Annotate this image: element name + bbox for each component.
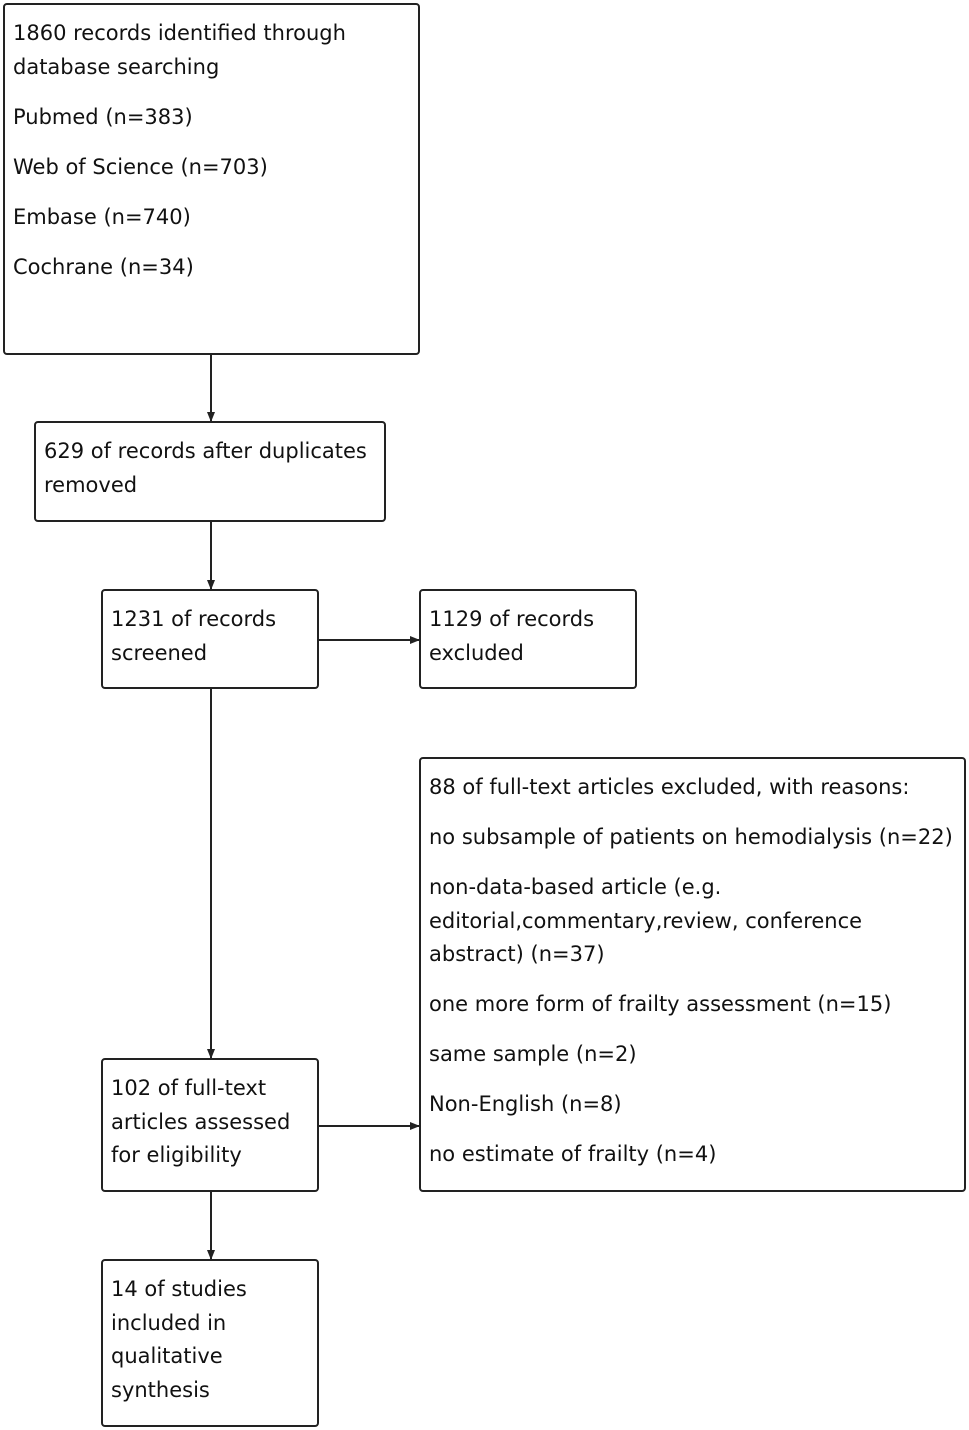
excluded-line-2: excluded bbox=[429, 640, 524, 665]
eligibility-line-1: 102 of full-text bbox=[111, 1076, 267, 1100]
duplicates-removed-line-1: 629 of records after duplicates bbox=[44, 439, 367, 463]
reason-more-frailty-forms: one more form of frailty assessment (n=1… bbox=[429, 992, 892, 1016]
screened-box: 1231 of records screened bbox=[101, 589, 319, 689]
source-cochrane: Cochrane (n=34) bbox=[13, 254, 194, 279]
identification-title-line-2: database searching bbox=[13, 54, 220, 79]
excluded-box: 1129 of records excluded bbox=[419, 589, 637, 689]
source-pubmed: Pubmed (n=383) bbox=[13, 104, 193, 129]
included-box: 14 of studies included in qualitative sy… bbox=[101, 1259, 319, 1427]
screened-line-1: 1231 of records bbox=[111, 607, 277, 631]
included-line-1: 14 of studies bbox=[111, 1277, 247, 1301]
duplicates-removed-box: 629 of records after duplicates removed bbox=[34, 421, 386, 522]
eligibility-line-3: for eligibility bbox=[111, 1143, 242, 1167]
reason-non-data-based-line-3: abstract) (n=37) bbox=[429, 942, 605, 966]
source-web-of-science: Web of Science (n=703) bbox=[13, 154, 268, 179]
identification-title-line-1: 1860 records identified through bbox=[13, 21, 346, 45]
reason-non-data-based-line-2: editorial,commentary,review, conference bbox=[429, 908, 863, 933]
fulltext-excluded-title: 88 of full-text articles excluded, with … bbox=[429, 775, 910, 799]
eligibility-box: 102 of full-text articles assessed for e… bbox=[101, 1058, 319, 1192]
excluded-line-1: 1129 of records bbox=[429, 607, 595, 631]
eligibility-line-2: articles assessed bbox=[111, 1109, 291, 1134]
identification-box: 1860 records identified through database… bbox=[3, 3, 420, 355]
duplicates-removed-line-2: removed bbox=[44, 472, 138, 497]
reason-same-sample: same sample (n=2) bbox=[429, 1042, 637, 1066]
reason-non-data-based-line-1: non-data-based article (e.g. bbox=[429, 875, 722, 899]
reason-no-subsample: no subsample of patients on hemodialysis… bbox=[429, 825, 953, 849]
reason-non-english: Non-English (n=8) bbox=[429, 1092, 622, 1116]
screened-line-2: screened bbox=[111, 640, 208, 665]
source-embase: Embase (n=740) bbox=[13, 204, 191, 229]
included-line-3: qualitative bbox=[111, 1344, 223, 1368]
included-line-4: synthesis bbox=[111, 1377, 210, 1402]
fulltext-excluded-box: 88 of full-text articles excluded, with … bbox=[419, 757, 966, 1192]
reason-no-estimate: no estimate of frailty (n=4) bbox=[429, 1142, 717, 1166]
included-line-2: included in bbox=[111, 1310, 227, 1335]
